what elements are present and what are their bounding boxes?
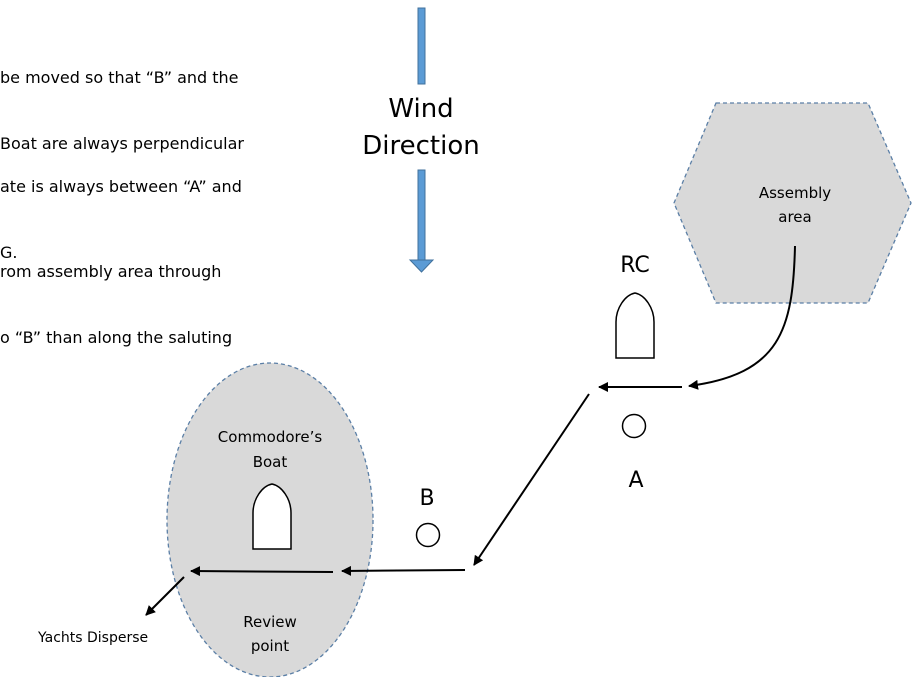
mark-a-icon [621,413,647,439]
assembly-label-line-2: area [778,208,811,226]
note-2-line-1: ate is always between “A” and [0,177,242,196]
wind-label-line-2: Direction [362,131,479,161]
assembly-label-line-1: Assembly [759,184,831,202]
diagonal-leg-arrow [473,393,590,566]
note-3-line-1: rom assembly area through [0,262,222,281]
instruction-note-1: be moved so that “B” and the Boat are al… [0,23,244,177]
wind-arrow-head [408,259,435,273]
rc-label: RC [620,253,650,278]
approach-leg-arrow [341,565,466,576]
instruction-note-2: ate is always between “A” and G. [0,132,242,286]
yachts-disperse-label: Yachts Disperse [37,630,148,646]
route-from-assembly-arrow [688,245,796,390]
note-3-line-2: o “B” than along the saluting [0,328,233,347]
commodore-boat-icon [252,483,292,550]
wind-arrow-lower-shaft [417,169,426,263]
disperse-arrow [145,576,185,616]
rc-boat-icon [615,292,655,359]
commodore-label-line-2: Boat [253,453,288,471]
note-1-line-2: Boat are always perpendicular [0,134,245,153]
mark-b-icon [415,522,441,548]
mark-a-label: A [628,468,643,493]
review-label-line-2: point [251,637,289,655]
commodore-label-line-1: Commodore’s [218,428,323,446]
mark-b-label: B [419,486,434,511]
instruction-note-3: rom assembly area through o “B” than alo… [0,217,232,371]
note-2-line-2: G. [0,243,18,262]
note-1-line-1: be moved so that “B” and the [0,68,239,87]
review-label-line-1: Review [243,613,297,631]
wind-arrow-upper-shaft [417,7,426,85]
assembly-area-zone [673,102,912,304]
wind-arrow [408,7,435,273]
salute-leg-arrow [190,566,334,577]
wind-label-line-1: Wind [388,94,453,124]
